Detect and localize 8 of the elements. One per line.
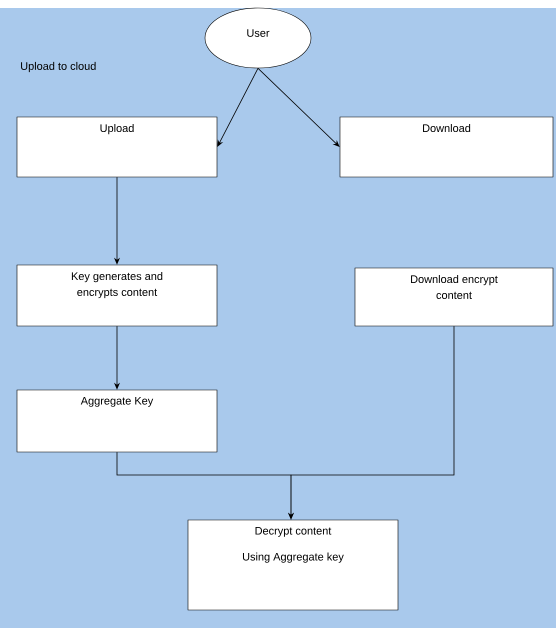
process-box: Download encrypt content — [354, 268, 554, 326]
ellipse-node: User — [204, 8, 312, 68]
section-label: Upload to cloud — [21, 62, 96, 72]
process-box: Decrypt content Using Aggregate key — [188, 520, 398, 610]
process-box: Upload — [16, 116, 218, 178]
process-box: Download — [340, 116, 554, 178]
process-box: Key generates and encrypts content — [16, 264, 218, 326]
process-box: Aggregate Key — [16, 390, 218, 452]
